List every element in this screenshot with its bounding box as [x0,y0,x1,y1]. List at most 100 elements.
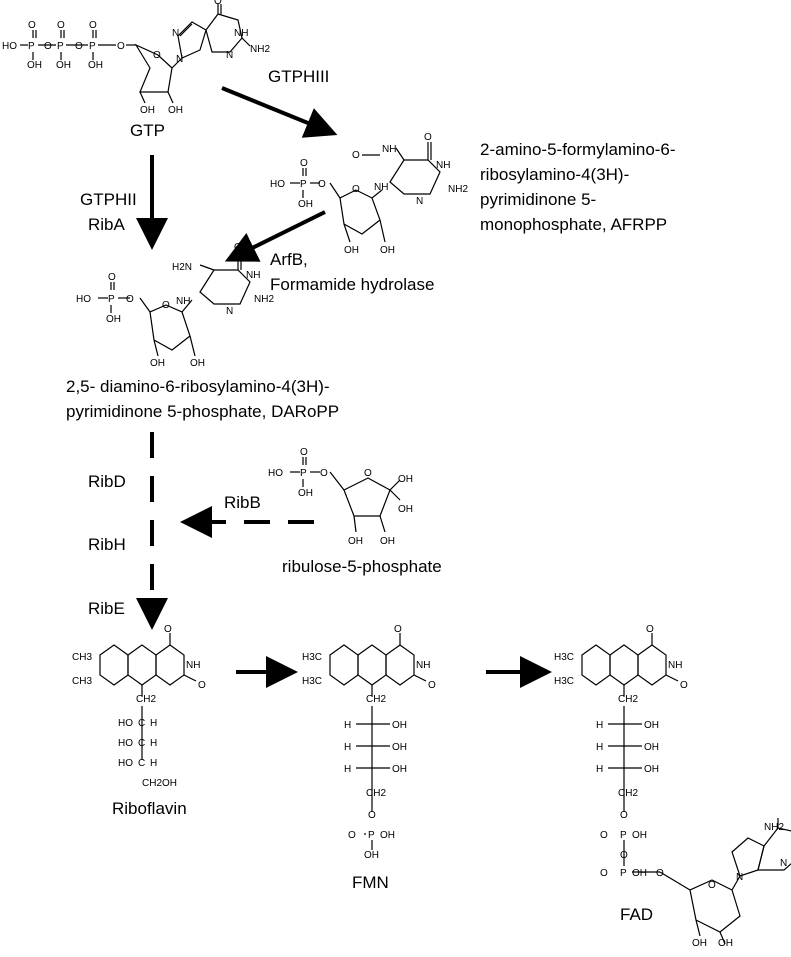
svg-text:NH2: NH2 [254,294,274,305]
svg-text:NH: NH [246,270,260,281]
svg-text:OH: OH [348,536,363,547]
svg-text:H: H [344,720,351,731]
arrow-afrpp-to-daropp [224,210,326,262]
svg-text:P: P [108,294,115,305]
svg-text:P: P [57,41,64,52]
svg-text:O: O [364,468,372,479]
ribulose-structure [290,457,401,533]
enzyme-gtphiii: GTPHIII [268,67,329,86]
enzyme-ribe: RibE [88,599,125,618]
svg-text:CH2OH: CH2OH [142,778,177,789]
fad-label: FAD [620,905,653,924]
fad-atoms: H3C H3C O NH O CH2 H OH H OH H OH CH2 O … [554,624,787,949]
svg-text:CH2: CH2 [136,694,156,705]
ribulose-atoms: HO P O OH O O OH OH OH OH [268,447,413,547]
enzyme-formamide: Formamide hydrolase [270,275,434,294]
enzyme-arfb: ArfB, [270,250,308,269]
svg-text:O: O [300,447,308,458]
svg-text:NH2: NH2 [448,184,468,195]
svg-text:HO: HO [118,718,133,729]
svg-text:O: O [428,680,436,691]
svg-text:P: P [620,830,627,841]
svg-text:N: N [780,858,787,869]
svg-text:monophosphate, AFRPP: monophosphate, AFRPP [480,215,667,234]
svg-text:H3C: H3C [554,652,574,663]
svg-text:H: H [344,742,351,753]
svg-text:O: O [708,880,716,891]
gtp-label: GTP [130,121,165,140]
svg-text:H: H [596,764,603,775]
svg-text:OH: OH [392,742,407,753]
svg-text:NH: NH [234,28,248,39]
svg-text:O: O [600,830,608,841]
svg-text:OH: OH [364,850,379,861]
svg-text:C: C [138,738,145,749]
svg-text:O: O [162,300,170,311]
svg-text:H3C: H3C [554,676,574,687]
svg-text:O: O [352,184,360,195]
svg-text:OH: OH [392,764,407,775]
svg-text:NH: NH [416,660,430,671]
svg-text:H2N: H2N [172,262,192,273]
afrpp-label: 2-amino-5-formylamino-6- ribosylamino-4(… [480,140,676,234]
svg-text:H: H [150,738,157,749]
svg-text:H3C: H3C [302,652,322,663]
svg-text:OH: OH [718,938,733,949]
svg-text:O: O [126,294,134,305]
svg-text:CH3: CH3 [72,652,92,663]
svg-text:O: O [234,242,242,253]
riboflavin-label: Riboflavin [112,799,187,818]
riboflavin-structure [99,633,197,760]
svg-text:H: H [596,742,603,753]
svg-text:CH2: CH2 [618,694,638,705]
svg-text:HO: HO [118,738,133,749]
svg-text:N: N [736,872,743,883]
svg-text:OH: OH [56,60,71,71]
svg-text:NH2: NH2 [764,822,784,833]
ribulose-label: ribulose-5-phosphate [282,557,442,576]
svg-text:O: O [318,179,326,190]
svg-text:HO: HO [2,41,17,52]
svg-text:P: P [300,468,307,479]
svg-text:2-amino-5-formylamino-6-: 2-amino-5-formylamino-6- [480,140,676,159]
svg-text:C: C [138,758,145,769]
svg-text:2,5- diamino-6-ribosylamino-4(: 2,5- diamino-6-ribosylamino-4(3H)- [66,377,330,396]
svg-text:OH: OH [380,536,395,547]
svg-text:O: O [600,868,608,879]
svg-text:P: P [300,179,307,190]
svg-text:O: O [620,850,628,861]
fmn-atoms: H3C H3C O NH O CH2 H OH H OH H OH CH2 O … [302,624,436,861]
svg-text:CH3: CH3 [72,676,92,687]
svg-text:OH: OH [106,314,121,325]
svg-text:P: P [89,41,96,52]
svg-text:O: O [214,0,222,7]
svg-text:O: O [352,150,360,161]
daropp-label: 2,5- diamino-6-ribosylamino-4(3H)- pyrim… [66,377,339,421]
svg-text:OH: OH [632,868,647,879]
arrow-gtp-to-afrpp [221,86,338,138]
svg-text:OH: OH [140,105,155,116]
svg-text:HO: HO [118,758,133,769]
svg-text:pyrimidinone 5-phosphate, DARo: pyrimidinone 5-phosphate, DARoPP [66,402,339,421]
svg-text:OH: OH [398,474,413,485]
svg-text:OH: OH [168,105,183,116]
svg-text:O: O [75,41,83,52]
gtp-structure [20,4,251,104]
riboflavin-atoms: CH3 CH3 O NH O CH2 HO C H HO C H HO C H … [72,624,206,789]
svg-text:O: O [57,20,65,31]
svg-text:OH: OH [190,358,205,369]
svg-text:NH: NH [382,144,396,155]
svg-text:N: N [416,196,423,207]
svg-text:P: P [368,830,375,841]
svg-text:CH2: CH2 [366,788,386,799]
svg-text:P: P [28,41,35,52]
svg-text:OH: OH [298,199,313,210]
pathway-arrows [136,86,552,688]
svg-text:O: O [620,810,628,821]
svg-text:HO: HO [76,294,91,305]
enzyme-riba: RibA [88,215,126,234]
svg-text:O: O [368,810,376,821]
svg-text:HO: HO [270,179,285,190]
